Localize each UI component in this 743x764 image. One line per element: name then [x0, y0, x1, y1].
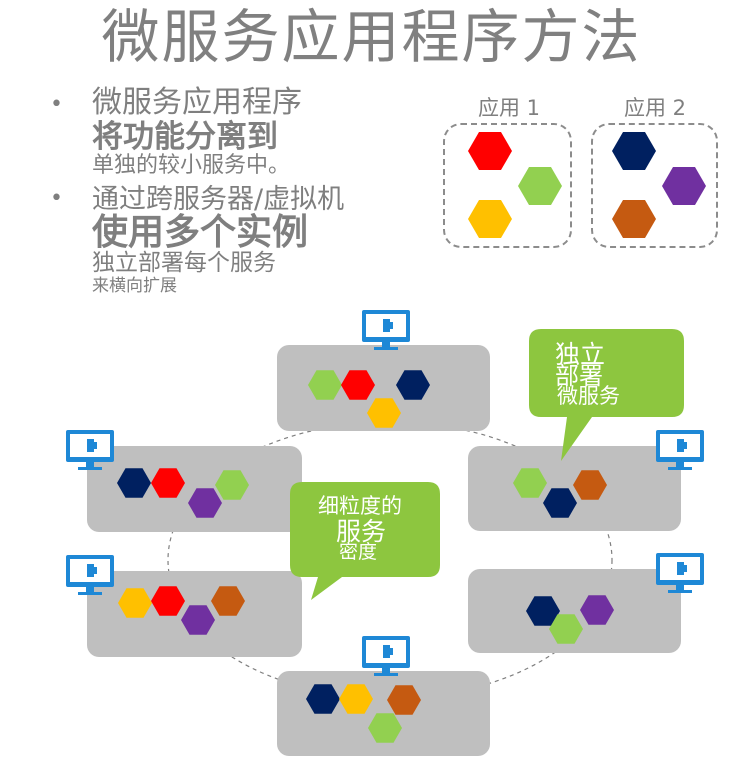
microservice-hexagon-orange [387, 685, 421, 715]
bullet-2-line-2: 使用多个实例 [92, 212, 309, 253]
callout-granular-line-2: 服务 [336, 517, 387, 546]
app-1-box [443, 123, 572, 248]
microservice-hexagon-orange [612, 199, 656, 239]
microservice-hexagon-orange [211, 586, 245, 616]
callout-granular-bubble [290, 482, 440, 600]
bullet-dot-1: • [50, 92, 63, 117]
microservice-hexagon-green [513, 468, 547, 498]
microservice-hexagon-purple [188, 488, 222, 518]
server-right-upper [468, 446, 681, 531]
app-1-label: 应用 1 [478, 96, 541, 120]
microservice-hexagon-red [151, 586, 185, 616]
server-right-lower-monitor-icon [656, 553, 704, 593]
page-title: 微服务应用程序方法 [101, 3, 642, 71]
bullet-2-line-3: 独立部署每个服务 [92, 250, 276, 276]
microservice-hexagon-yellow [118, 588, 152, 618]
microservice-hexagon-navy [612, 131, 656, 171]
microservice-hexagon-yellow [468, 199, 512, 239]
app-2-label: 应用 2 [624, 96, 687, 120]
microservice-hexagon-red [341, 370, 375, 400]
bullet-1-line-2: 将功能分离到 [92, 119, 278, 155]
app-2-box [591, 123, 718, 248]
microservice-hexagon-green [368, 713, 402, 743]
microservice-hexagon-purple [181, 605, 215, 635]
microservice-hexagon-orange [573, 470, 607, 500]
microservice-hexagon-navy [306, 684, 340, 714]
microservice-hexagon-purple [580, 595, 614, 625]
microservice-hexagon-navy [526, 596, 560, 626]
microservice-hexagon-navy [543, 488, 577, 518]
bullet-1-line-1: 微服务应用程序 [92, 85, 302, 120]
microservice-hexagon-red [468, 131, 512, 171]
microservice-hexagon-yellow [367, 398, 401, 428]
server-left-lower-monitor-icon [66, 555, 114, 595]
callout-independent-bubble [529, 329, 684, 461]
microservice-hexagon-green [549, 614, 583, 644]
microservice-hexagon-red [151, 468, 185, 498]
bullet-dot-2: • [50, 186, 63, 211]
server-right-upper-monitor-icon [656, 430, 704, 470]
callout-granular-line-3: 密度 [339, 541, 378, 563]
microservice-hexagon-navy [117, 468, 151, 498]
bullet-2-line-1: 通过跨服务器/虚拟机 [92, 184, 345, 215]
microservice-hexagon-navy [396, 370, 430, 400]
microservice-hexagon-green [518, 166, 562, 206]
bullet-1-line-3: 单独的较小服务中。 [92, 153, 291, 178]
callout-independent-line-1: 独立 [555, 340, 606, 369]
server-top-monitor-icon [362, 310, 410, 350]
microservice-hexagon-purple [662, 166, 706, 206]
server-left-upper-monitor-icon [66, 430, 114, 470]
bullet-2-line-4: 来横向扩展 [92, 276, 177, 296]
callout-independent-line-2: 部署 [555, 362, 603, 390]
callout-independent-line-3: 微服务 [557, 384, 620, 408]
server-bottom-monitor-icon [362, 636, 410, 676]
microservice-hexagon-green [215, 470, 249, 500]
microservice-hexagon-green [308, 370, 342, 400]
microservice-hexagon-yellow [339, 684, 373, 714]
callout-granular-line-1: 细粒度的 [318, 494, 402, 518]
